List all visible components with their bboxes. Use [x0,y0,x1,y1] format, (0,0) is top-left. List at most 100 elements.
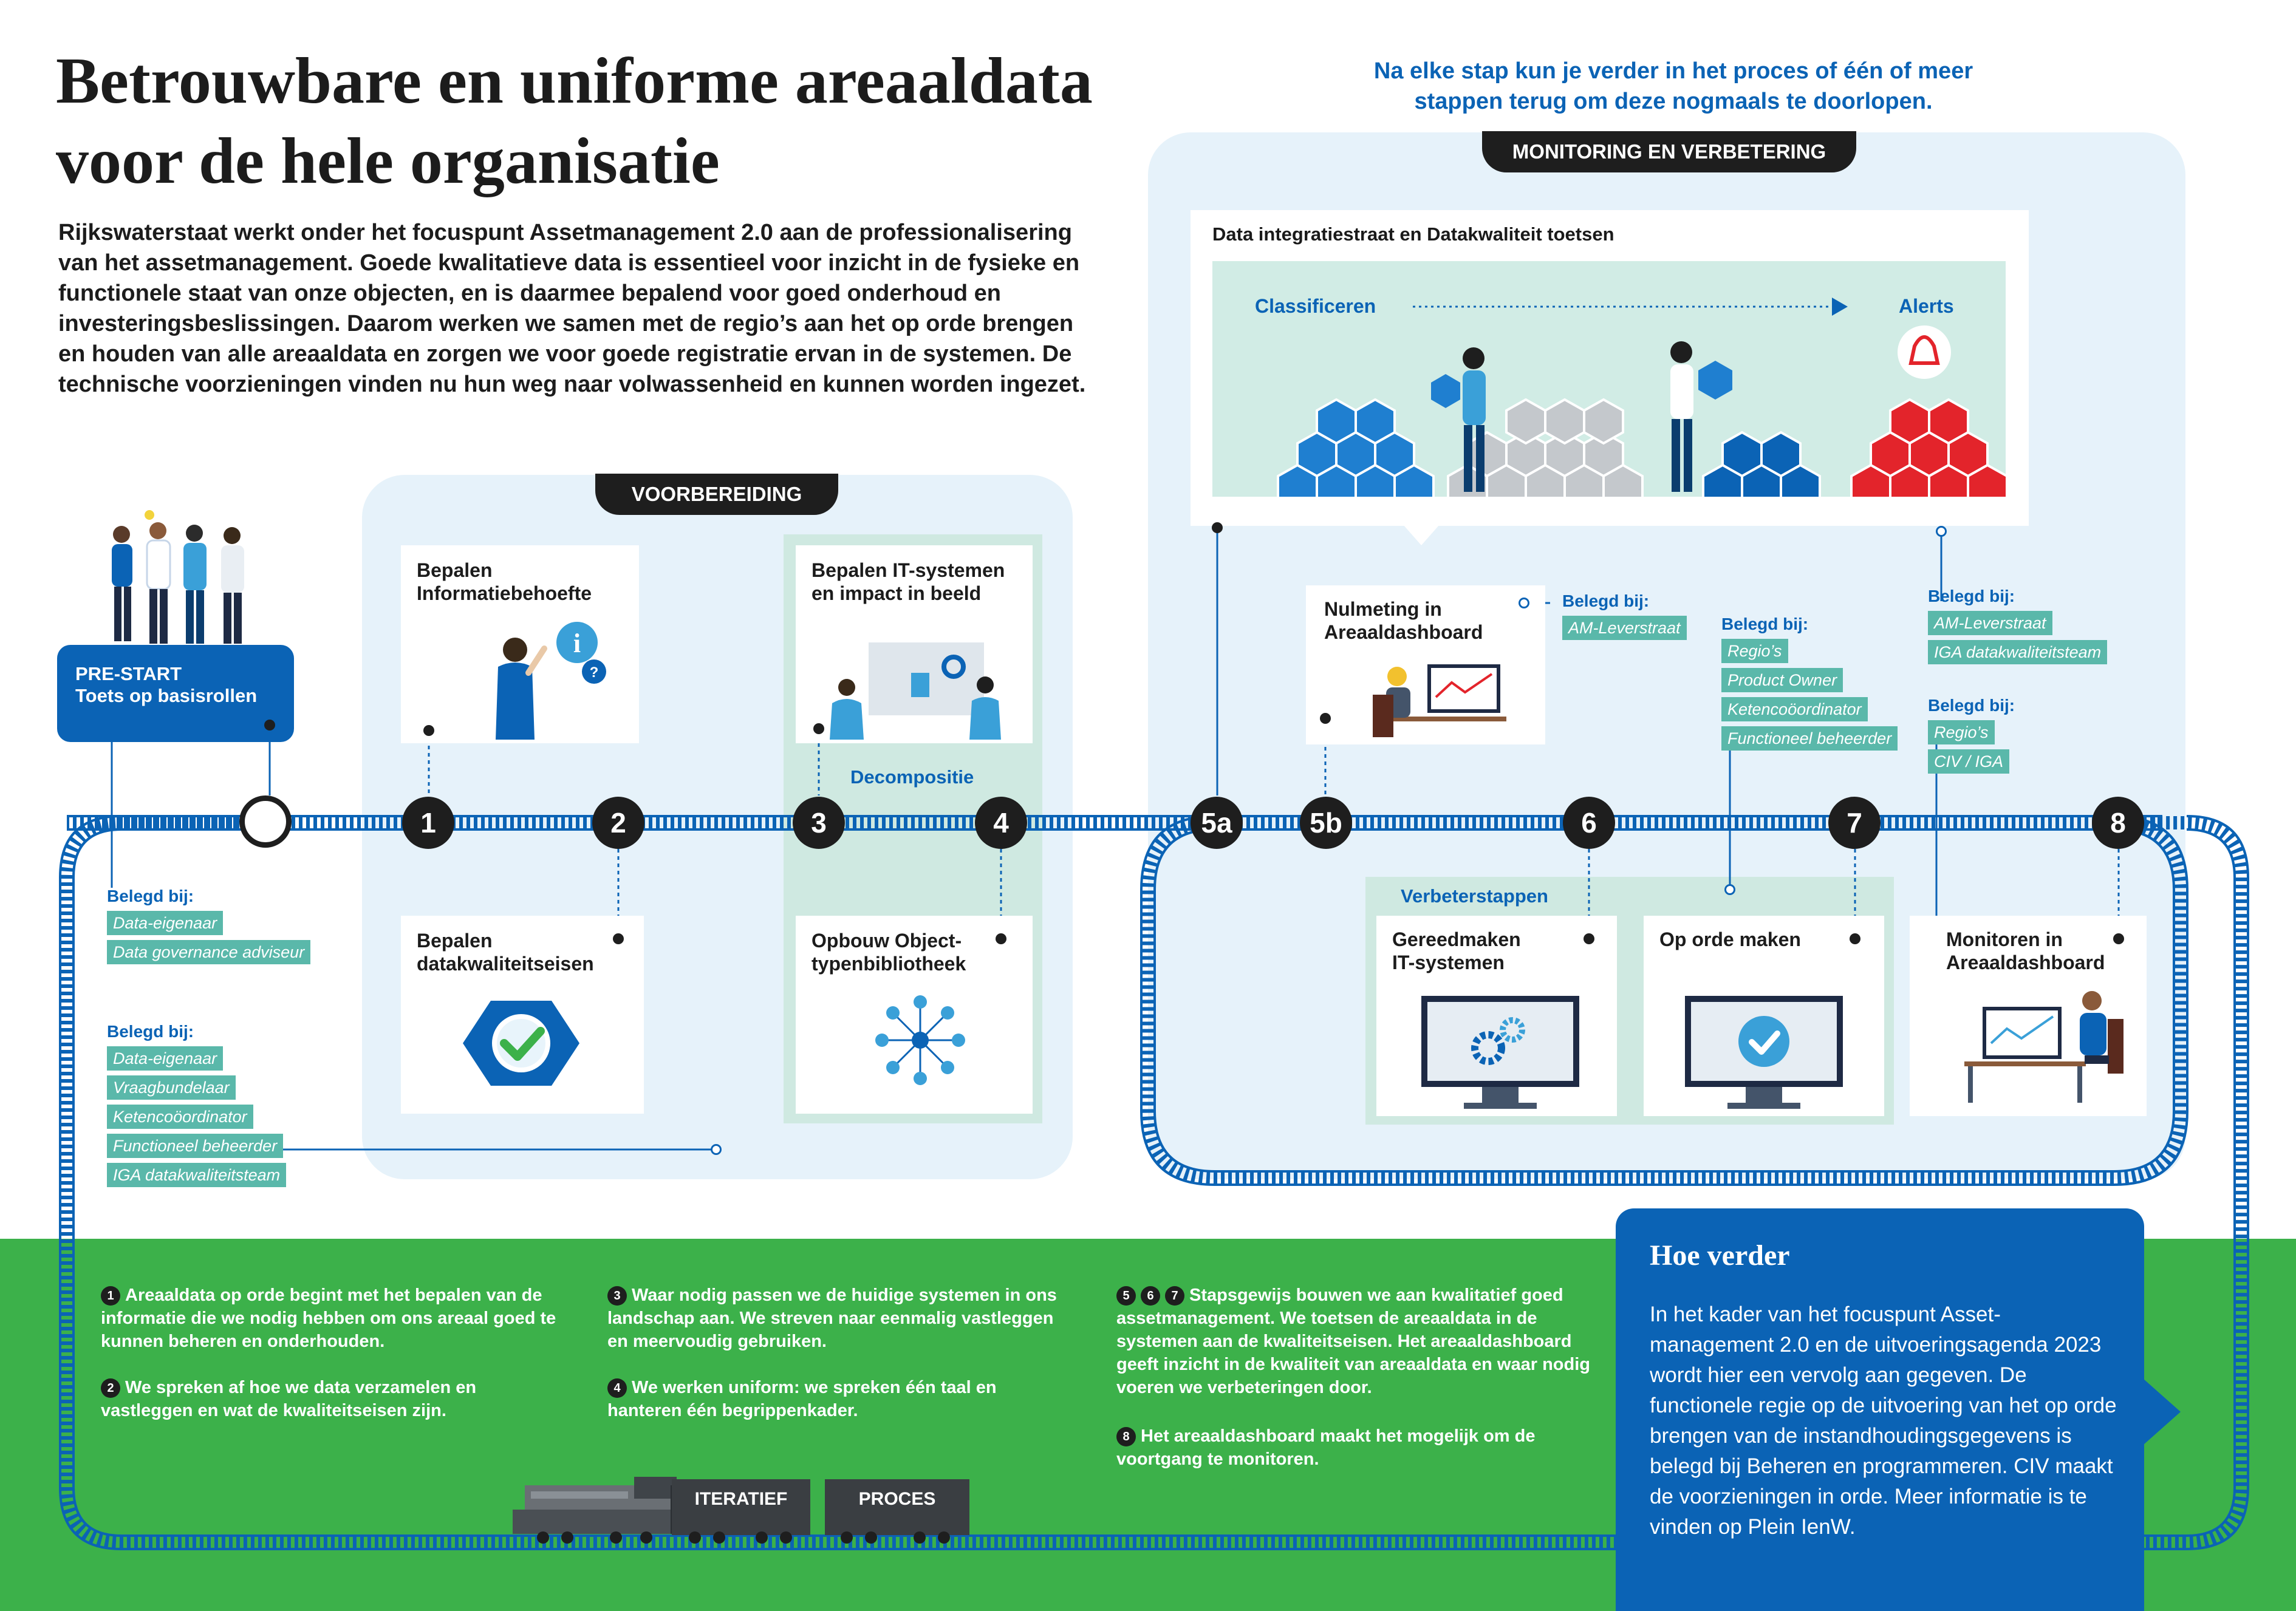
tag-data-eigenaar: Data-eigenaar [107,1046,224,1071]
node-start[interactable] [239,795,292,848]
belegd-label: Belegd bij: [1721,615,1809,633]
connector-dot [1519,598,1529,608]
connector-dot [1850,933,1860,944]
train-illustration [513,1477,969,1544]
card-nulmeting[interactable]: Nulmeting in Areaaldashboard [1306,585,1545,744]
tag-product-owner: Product Owner [1721,668,1843,692]
tag-data-governance: Data governance adviseur [107,940,311,964]
person-question-icon: i ? [496,622,606,740]
belegd-label: Belegd bij: [1562,591,1650,610]
team-illustration [112,510,244,644]
card-monitoren[interactable]: Monitoren in Areaaldashboard [1910,916,2147,1116]
note-number: 4 [607,1378,627,1398]
page-title: Betrouwbare en uniforme areaaldata voor … [56,41,1210,202]
connector-dot [1936,526,1947,537]
card-title: Bepalen datakwaliteitseisen [417,930,594,975]
node-7[interactable]: 7 [1828,797,1881,849]
belegd-label: Belegd bij: [107,1022,194,1041]
title-line-2: voor de hele organisatie [56,125,720,197]
wagon-label-proces: PROCES [858,1489,936,1509]
connector-dot [613,933,624,944]
card-objecttypenbibliotheek[interactable]: Opbouw Object-typenbibliotheek [796,916,1033,1114]
connector-dot [996,933,1006,944]
classification-scene [1277,298,2006,497]
integratie-title: Data integratiestraat en Datakwaliteit t… [1212,223,1614,245]
node-4[interactable]: 4 [975,797,1027,849]
speech-pointer [1403,525,1440,545]
prestart-box[interactable]: PRE-START Toets op basisrollen [57,645,294,742]
note-text: Stapsgewijs bouwen we aan kwalitatief go… [1116,1286,1590,1397]
hoe-verder-title: Hoe verder [1650,1239,1790,1272]
tag-iga-datakwaliteitsteam: IGA datakwaliteitsteam [1928,640,2108,664]
node-8[interactable]: 8 [2092,797,2144,849]
belegd-8a: Belegd bij: AM-Leverstraat IGA datakwali… [1928,587,2108,664]
note-text: Areaaldata op orde begint met het bepale… [101,1286,556,1351]
note-number: 6 [1141,1286,1160,1306]
note-text: Waar nodig passen we de huidige systemen… [607,1286,1057,1351]
note-number: 7 [1165,1286,1184,1306]
node-5b[interactable]: 5b [1300,797,1352,849]
monitor-gears-icon [1421,996,1579,1109]
belegd-7: Belegd bij: Regio’s Product Owner Ketenc… [1721,615,1898,751]
card-title: Op orde maken [1659,928,1801,950]
prestart-line2: Toets op basisrollen [75,685,258,706]
card-title: Bepalen IT-systemen en impact in beeld [811,559,1005,604]
hoe-verder-body: In het kader van het focuspunt Asset-man… [1650,1303,2117,1539]
tag-iga-datakwaliteitsteam: IGA datakwaliteitsteam [107,1163,287,1187]
card-op-orde-maken[interactable]: Op orde maken [1644,916,1884,1116]
dashboard-desk-icon [1964,991,2123,1103]
node-2[interactable]: 2 [592,797,644,849]
node-3[interactable]: 3 [793,797,845,849]
tag-functioneel-beheerder: Functioneel beheerder [1721,726,1898,751]
card-gereedmaken[interactable]: Gereedmaken IT-systemen [1376,916,1617,1116]
note-text: We spreken af hoe we data verzamelen en … [101,1378,477,1420]
node-6[interactable]: 6 [1563,797,1615,849]
node-5a[interactable]: 5a [1191,797,1243,849]
connector-dot [2113,933,2124,944]
it-planning-icon [830,642,1001,740]
tag-am-leverstraat: AM-Leverstraat [1928,611,2052,635]
hoe-verder-box: Hoe verder In het kader van het focuspun… [1616,1208,2144,1611]
decompositie-label: Decompositie [850,766,974,788]
connector-dot [1320,713,1331,724]
prestart-belegd: Belegd bij: Data-eigenaar Data governanc… [107,887,311,964]
title-line-1: Betrouwbare en uniforme areaaldata [56,45,1093,117]
card-title: Opbouw Object-typenbibliotheek [811,930,966,975]
note-text: Het areaaldashboard maakt het mogelijk o… [1116,1426,1536,1469]
connector-dot [423,725,434,736]
quality-check-icon [463,1001,579,1086]
monitor-check-icon [1685,996,1843,1109]
note-number: 8 [1116,1427,1136,1447]
network-icon [875,995,965,1085]
node-1[interactable]: 1 [402,797,454,849]
note-number: 1 [101,1286,120,1306]
card-it-systemen[interactable]: Bepalen IT-systemen en impact in beeld [796,545,1033,743]
integratie-card: Data integratiestraat en Datakwaliteit t… [1191,210,2029,526]
belegd-label: Belegd bij: [107,887,194,905]
top-note: Na elke stap kun je verder in het proces… [1373,58,1973,114]
tag-functioneel-beheerder: Functioneel beheerder [107,1134,284,1158]
card-title: Monitoren in Areaaldashboard [1946,928,2105,973]
dashboard-worker-icon [1373,664,1506,737]
svg-text:i: i [573,628,581,658]
belegd-label: Belegd bij: [1928,696,2015,715]
tag-ketencoordinator: Ketencoöordinator [107,1105,253,1129]
connector-dot [264,720,275,731]
belegd-8b: Belegd bij: Regio’s CIV / IGA [1928,696,2015,774]
classificeren-label: Classificeren [1255,295,1376,317]
card-informatiebehoefte[interactable]: Bepalen Informatiebehoefte i ? [401,545,639,743]
connector-dot [813,723,824,734]
note-number: 5 [1116,1286,1136,1306]
connector-dot [1584,933,1594,944]
card-datakwaliteitseisen[interactable]: Bepalen datakwaliteitseisen [401,916,644,1114]
svg-text:?: ? [590,664,599,681]
voorbereiding-pill: VOORBEREIDING [595,474,838,515]
tag-regios: Regio’s [1721,639,1788,663]
belegd-label: Belegd bij: [1928,587,2015,605]
verbeterstappen-label: Verbeterstappen [1401,885,1548,907]
